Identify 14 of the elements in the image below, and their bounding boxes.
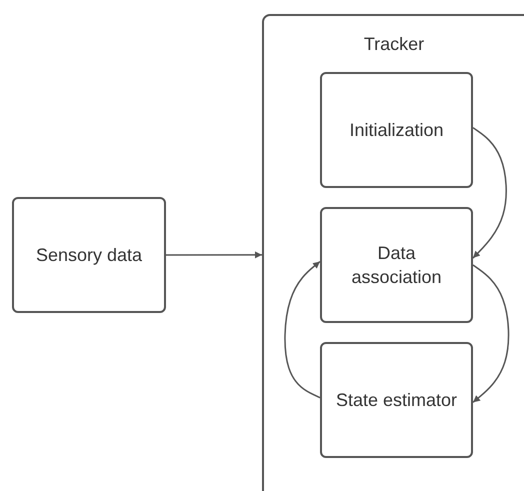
box-label: Data association <box>350 242 443 289</box>
process-box <box>320 72 473 188</box>
process-box <box>320 342 473 458</box>
box-label: Initialization <box>348 118 445 142</box>
box-label: State estimator <box>334 388 458 412</box>
group-title: Tracker <box>362 33 426 56</box>
arrow <box>472 127 507 259</box>
process-box <box>320 207 473 323</box>
process-box <box>12 197 166 313</box>
box-label: Sensory data <box>34 244 144 267</box>
arrow <box>472 264 510 403</box>
arrow <box>166 251 262 258</box>
group-container <box>262 14 524 491</box>
arrow <box>284 260 320 398</box>
